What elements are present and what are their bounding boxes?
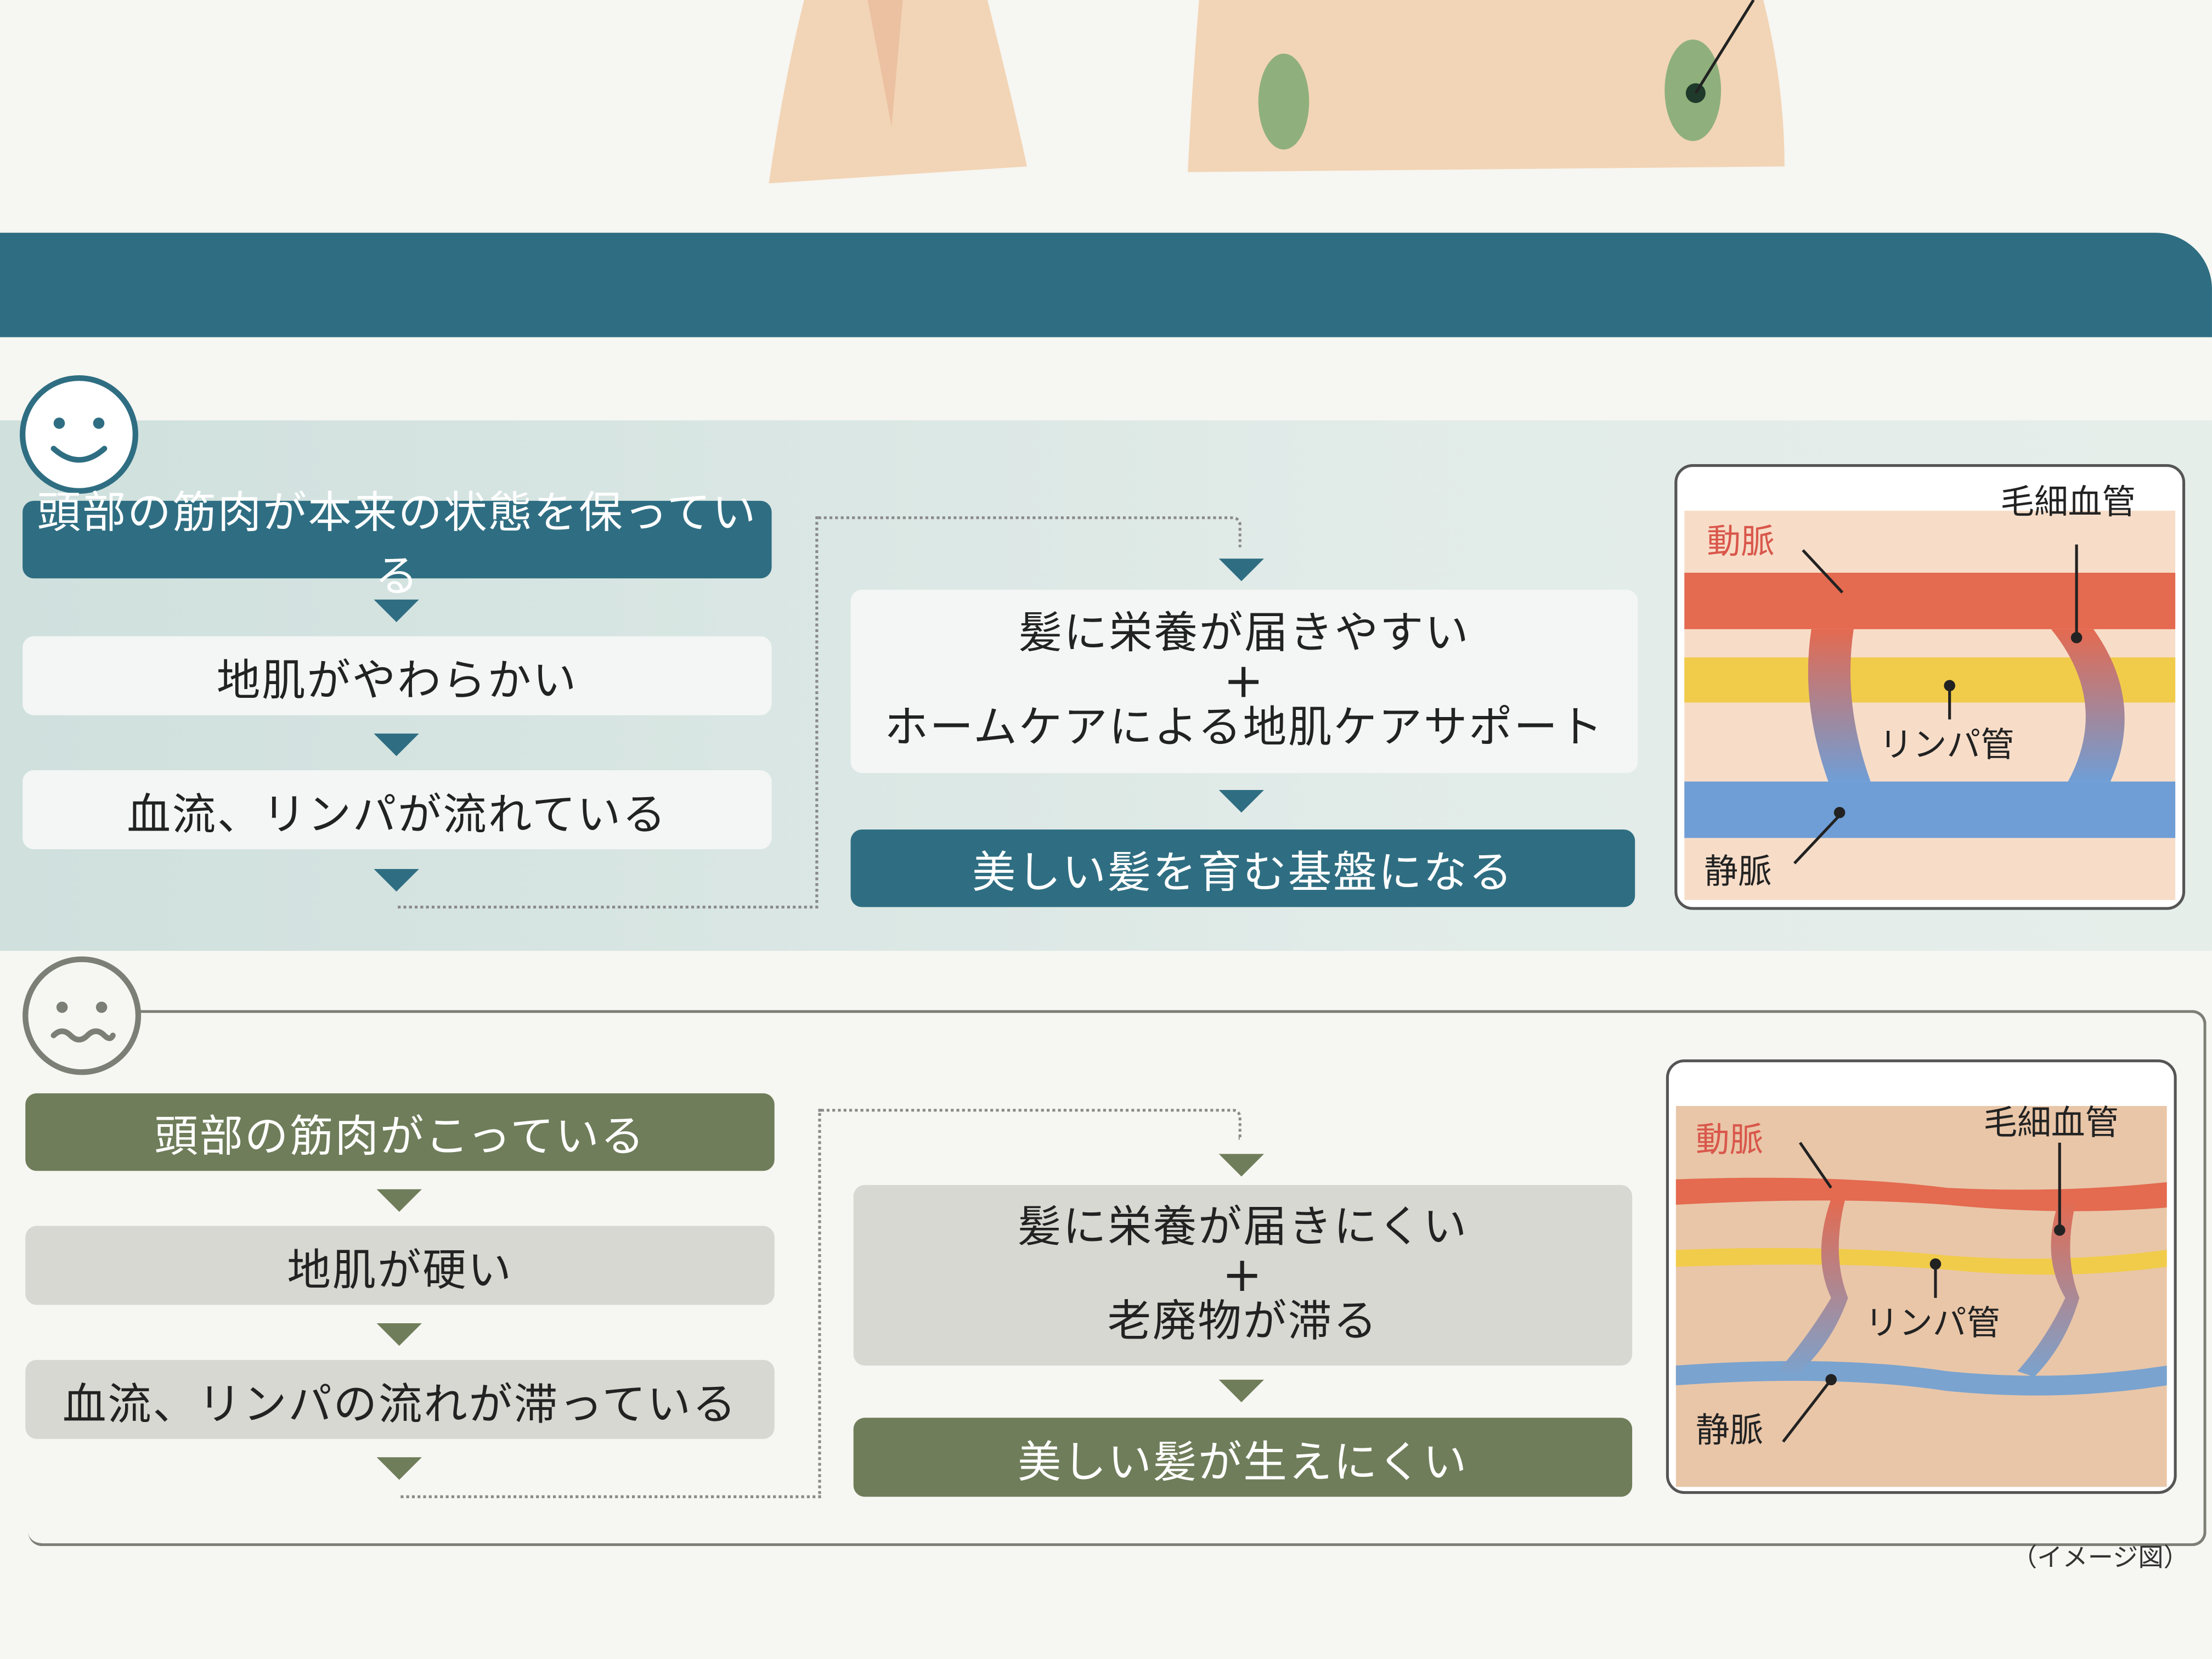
good-result: 美しい髪を育む基盤になる: [850, 829, 1635, 907]
good-arrow-3: [374, 868, 419, 892]
bad-center-box: 髪に栄養が届きにくい + 老廃物が滞る: [853, 1184, 1633, 1366]
bad-step-2: 地肌が硬い: [25, 1226, 775, 1305]
section-header-band: [0, 233, 2212, 337]
good-connector-lower: [398, 516, 819, 909]
bad-step-3: 血流、リンパの流れが滞っている: [25, 1359, 775, 1439]
bad-vessel-diagram: 動脈 毛細血管 リンパ管 静脈: [1666, 1059, 2177, 1494]
bad-connector-upper: [821, 1109, 1242, 1140]
good-center-box: 髪に栄養が届きやすい + ホームケアによる地肌ケアサポート: [850, 589, 1638, 774]
good-arrow-4: [1218, 558, 1264, 582]
good-connector-upper: [818, 516, 1242, 548]
good-center-line2: ホームケアによる地肌ケアサポート: [884, 703, 1604, 754]
vein-band: [1684, 781, 2176, 838]
artery-label: 動脈: [1696, 1120, 1763, 1159]
artery-label: 動脈: [1707, 522, 1774, 561]
bad-result: 美しい髪が生えにくい: [853, 1418, 1633, 1497]
plus-sign: +: [1222, 1246, 1264, 1304]
capillary-label: 毛細血管: [1983, 1103, 2119, 1142]
capillary-label: 毛細血管: [2000, 482, 2136, 522]
lymph-label: リンパ管: [1879, 725, 2015, 764]
bad-arrow-4: [1218, 1154, 1264, 1177]
bad-center-line1: 髪に栄養が届きにくい: [1017, 1202, 1469, 1253]
smiley-face-icon: [19, 375, 138, 494]
artery-band: [1684, 572, 2176, 629]
good-step-2: 地肌がやわらかい: [22, 636, 772, 715]
bad-arrow-2: [376, 1323, 422, 1346]
good-step-1: 頭部の筋肉が本来の状態を保っている: [22, 487, 772, 602]
bad-step-1: 頭部の筋肉がこっている: [25, 1093, 775, 1171]
plus-sign: +: [1223, 652, 1265, 709]
good-arrow-2: [374, 733, 419, 757]
bad-center-line2: 老廃物が滞る: [1107, 1296, 1379, 1348]
bad-arrow-1: [376, 1189, 422, 1212]
good-step-3: 血流、リンパが流れている: [22, 770, 772, 849]
bad-connector-lower: [400, 1109, 821, 1498]
troubled-face-icon: [22, 956, 142, 1075]
good-center-line1: 髪に栄養が届きやすい: [1018, 608, 1470, 659]
bad-section-frame: [28, 1010, 2207, 1547]
good-arrow-5: [1218, 789, 1264, 813]
top-illustration: [769, 0, 1785, 184]
good-vessel-diagram: 動脈 毛細血管 リンパ管 静脈: [1674, 464, 2186, 910]
bad-arrow-3: [376, 1457, 422, 1480]
bad-arrow-5: [1218, 1379, 1264, 1402]
image-caption: （イメージ図）: [2011, 1543, 2189, 1573]
vein-label: 静脈: [1696, 1410, 1763, 1450]
vein-label: 静脈: [1704, 852, 1771, 891]
good-arrow-1: [374, 599, 419, 622]
lymph-label: リンパ管: [1865, 1304, 2000, 1343]
